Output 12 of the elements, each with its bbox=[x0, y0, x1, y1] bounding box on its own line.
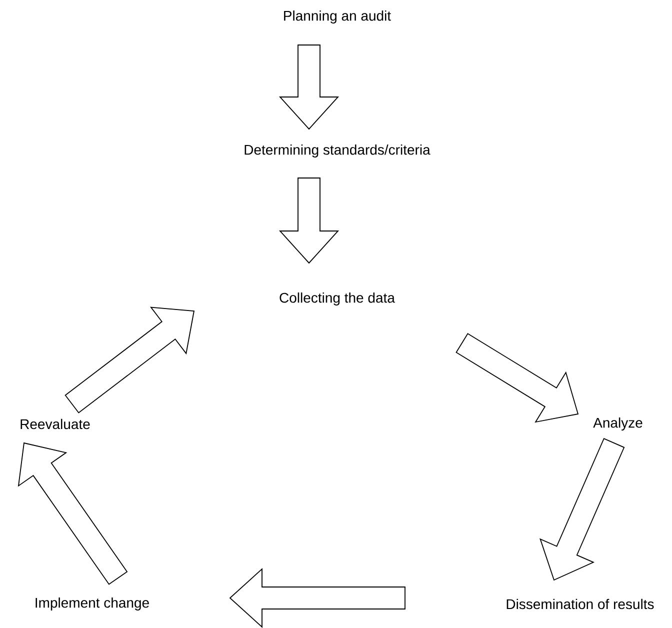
step-label: Reevaluate bbox=[20, 418, 90, 430]
block-arrow bbox=[278, 44, 340, 130]
block-arrow bbox=[456, 332, 579, 423]
step-label: Implement change bbox=[36, 597, 149, 611]
step-label: Collecting the data bbox=[280, 292, 395, 306]
block-arrow bbox=[64, 306, 195, 414]
step-label: Planning an audit bbox=[284, 10, 391, 24]
step-label: Analyze bbox=[593, 417, 642, 431]
step-label: Dissemination of results bbox=[506, 598, 654, 610]
block-arrow bbox=[278, 178, 340, 264]
block-arrow bbox=[229, 568, 406, 628]
step-label: Determining standards/criteria bbox=[244, 144, 430, 158]
